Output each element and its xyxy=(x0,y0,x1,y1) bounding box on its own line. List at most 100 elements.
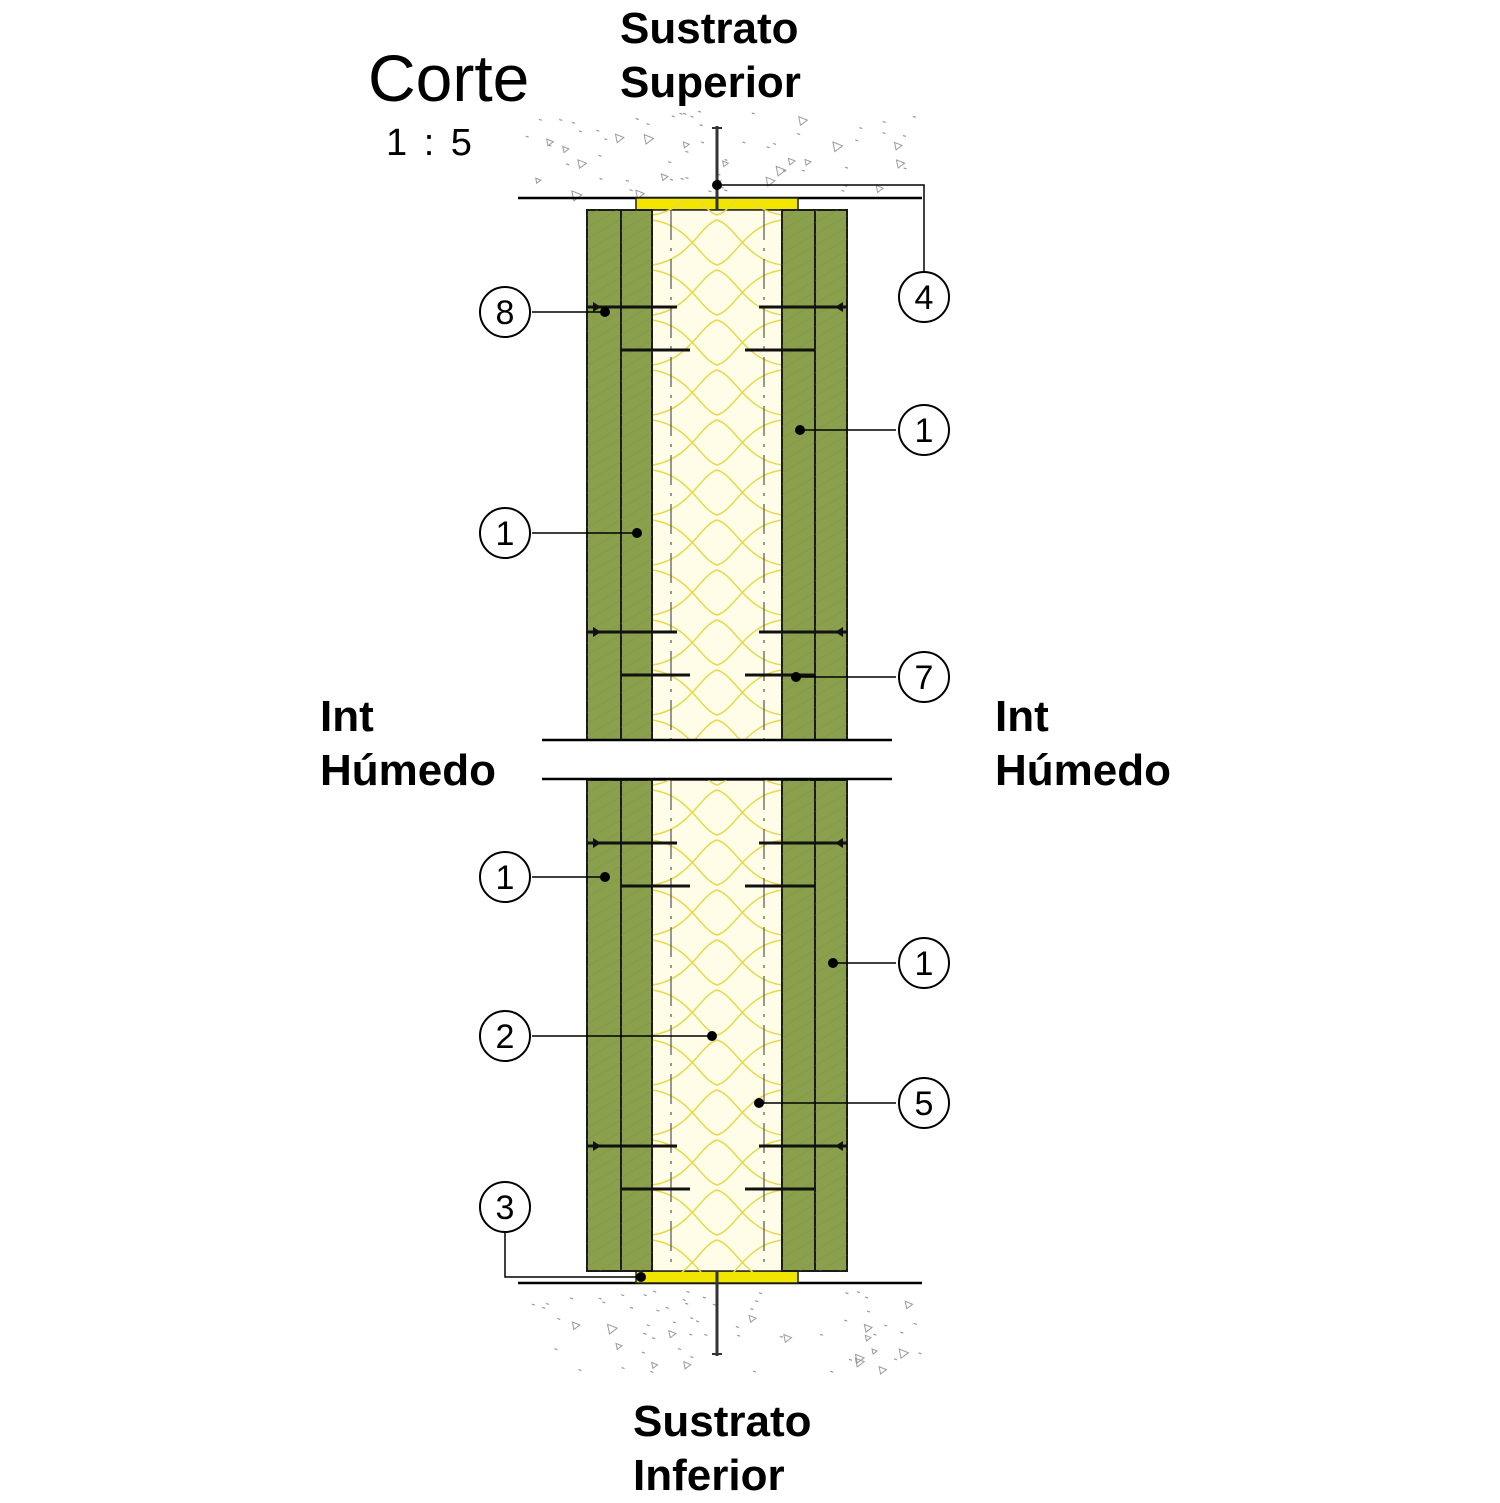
screw-head xyxy=(593,302,601,312)
aggregate-mark xyxy=(545,138,555,147)
callout-3: 3 xyxy=(479,1181,531,1233)
aggregate-mark xyxy=(884,1324,888,1327)
svg-text:1: 1 xyxy=(915,412,934,450)
insulation-fiber xyxy=(651,839,783,886)
aggregate-mark xyxy=(571,190,583,202)
lower-substrate-label: Sustrato Inferior xyxy=(633,1397,812,1500)
aggregate-mark xyxy=(554,1348,558,1351)
aggregate-mark xyxy=(699,124,703,127)
svg-text:1: 1 xyxy=(496,515,515,553)
left-side-label: Int Húmedo xyxy=(320,692,496,795)
aggregate-mark xyxy=(856,1291,861,1294)
svg-text:4: 4 xyxy=(915,279,934,317)
insulation-fiber xyxy=(651,200,783,216)
aggregate-mark xyxy=(918,1352,922,1355)
aggregate-mark xyxy=(683,1360,692,1370)
aggregate-mark xyxy=(643,1332,647,1335)
insulation-fiber xyxy=(651,619,783,666)
aggregate-mark xyxy=(566,163,570,166)
insulation-fiber xyxy=(651,1239,783,1272)
aggregate-mark xyxy=(735,1326,740,1329)
aggregate-mark xyxy=(680,177,684,180)
aggregate-mark xyxy=(651,1337,656,1340)
aggregate-mark xyxy=(864,1334,873,1342)
insulation-fiber xyxy=(651,219,783,266)
wall-section-upper xyxy=(586,200,848,740)
aggregate-mark xyxy=(742,141,746,144)
svg-text:7: 7 xyxy=(915,659,934,697)
callout-1-lower-right: 1 xyxy=(898,937,950,989)
insulation-fiber xyxy=(651,519,783,566)
aggregate-mark xyxy=(599,177,603,180)
aggregate-mark xyxy=(525,135,529,138)
insulation-fiber xyxy=(651,1039,783,1086)
insulation-fiber xyxy=(693,719,742,740)
aggregate-mark xyxy=(685,150,689,153)
aggregate-mark xyxy=(855,139,859,142)
aggregate-mark xyxy=(598,154,602,157)
aggregate-mark xyxy=(700,141,705,144)
aggregate-mark xyxy=(629,1306,634,1309)
aggregate-mark xyxy=(677,1347,682,1351)
aggregate-mark xyxy=(878,1365,888,1375)
board-hatch xyxy=(815,780,847,1271)
screw-head xyxy=(593,1141,601,1151)
aggregate-mark xyxy=(672,1321,677,1324)
aggregate-mark xyxy=(685,1302,689,1305)
aggregate-mark xyxy=(844,1319,848,1322)
aggregate-mark xyxy=(569,1297,574,1300)
aggregate-mark xyxy=(893,1358,898,1361)
board-hatch xyxy=(815,210,847,740)
aggregate-mark xyxy=(718,179,722,182)
insulation-fiber xyxy=(651,1189,783,1236)
aggregate-mark xyxy=(557,1317,561,1320)
aggregate-mark xyxy=(830,1370,834,1373)
aggregate-mark xyxy=(535,177,542,185)
aggregate-mark xyxy=(848,1358,853,1361)
board-hatch xyxy=(782,210,815,740)
aggregate-mark xyxy=(679,112,683,115)
aggregate-mark xyxy=(651,1361,659,1370)
insulation-fiber xyxy=(651,889,783,936)
board-screws xyxy=(587,302,847,1191)
aggregate-mark xyxy=(866,1310,871,1313)
aggregate-mark xyxy=(875,184,885,194)
aggregate-mark xyxy=(832,141,844,153)
aggregate-mark xyxy=(690,1356,694,1359)
board-hatch xyxy=(587,210,621,740)
screw-head xyxy=(835,838,843,848)
aggregate-mark xyxy=(863,1323,873,1333)
aggregate-mark xyxy=(690,115,694,118)
aggregate-mark xyxy=(596,129,600,132)
insulation-fiber xyxy=(651,519,783,566)
aggregate-mark xyxy=(559,118,563,121)
aggregate-mark xyxy=(562,145,570,154)
aggregate-mark xyxy=(635,189,646,200)
aggregate-mark xyxy=(796,133,801,136)
callout-1-upper-left: 1 xyxy=(479,507,531,559)
aggregate-mark xyxy=(775,165,787,177)
aggregate-mark xyxy=(804,158,812,167)
aggregate-mark xyxy=(704,1333,708,1336)
svg-text:3: 3 xyxy=(496,1189,515,1227)
aggregate-mark xyxy=(859,127,863,130)
aggregate-mark xyxy=(902,134,907,137)
leader-lines xyxy=(504,184,925,1278)
leader-dots xyxy=(600,180,838,1282)
aggregate-mark xyxy=(913,1322,917,1326)
aggregate-mark xyxy=(765,176,776,187)
insulation-fiber xyxy=(651,569,783,616)
aggregate-mark xyxy=(643,133,655,145)
svg-text:8: 8 xyxy=(496,294,515,332)
aggregate-mark xyxy=(643,1294,647,1297)
aggregate-mark xyxy=(656,1309,660,1312)
aggregate-mark xyxy=(751,112,755,115)
aggregate-mark xyxy=(652,1290,657,1293)
aggregate-mark xyxy=(873,1333,877,1336)
screw-head xyxy=(593,838,601,848)
aggregate-mark xyxy=(650,1370,654,1374)
svg-text:1: 1 xyxy=(496,859,515,897)
aggregate-mark xyxy=(758,1292,763,1295)
callout-5: 5 xyxy=(898,1077,950,1129)
insulation-fiber xyxy=(651,619,783,666)
